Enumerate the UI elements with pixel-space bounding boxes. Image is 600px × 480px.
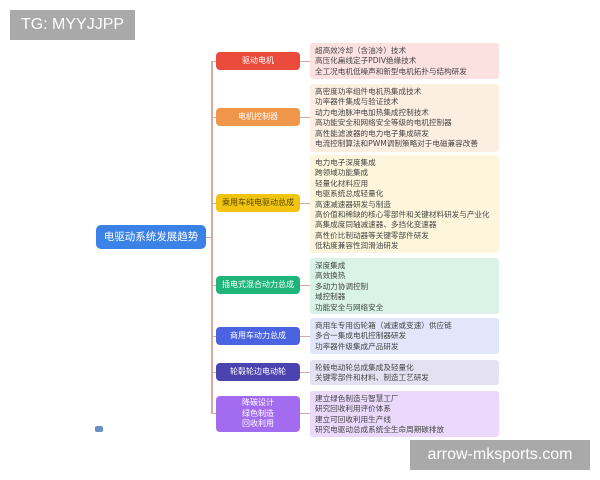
node-box-connector-1: [300, 61, 310, 62]
branch-box-passenger-ev-powertrain: 电力电子深度集成 跨领域功能集成 轻量化材料应用 电驱系统总成轻量化 高速减速器…: [310, 155, 499, 253]
list-item: 超高效冷却（含油冷）技术: [315, 46, 407, 55]
branch-node-phev-powertrain[interactable]: 插电式混合动力总成: [216, 276, 300, 294]
connector-3: [211, 203, 216, 204]
list-item: 动力电池脉冲电加热集成控制技术: [315, 107, 429, 117]
node-box-connector-3: [300, 203, 310, 204]
node-line: 回收利用: [242, 419, 274, 429]
branch-node-motor-controller[interactable]: 电机控制器: [216, 108, 300, 126]
list-item: 电力电子深度集成: [315, 158, 376, 167]
list-item: 电驱系统总成轻量化: [315, 189, 384, 199]
node-line: 降碳设计: [242, 397, 274, 407]
node-line: 绿色制造: [242, 408, 274, 418]
list-item: 高性能滤波器的电力电子集成研发: [315, 128, 429, 138]
branch-box-phev-powertrain: 深度集成 高效换热 多动力协调控制 域控制器 功能安全与网络安全: [310, 258, 499, 314]
list-item: 高效换热: [315, 271, 346, 281]
branch-node-in-wheel-motor[interactable]: 轮毂轮边电动轮: [216, 363, 300, 381]
branch-box-low-carbon: 建立绿色制造与智慧工厂 研究回收利用评价体系 建立可回收利用生产线 研究电驱动总…: [310, 391, 499, 437]
list-item: 商用车专用齿轮箱（减速或变速）供应链: [315, 321, 452, 330]
list-item: 跨领域功能集成: [315, 168, 369, 178]
branch-node-commercial-powertrain[interactable]: 商用车动力总成: [216, 327, 300, 345]
list-item: 高性价比制动器等关键零部件研发: [315, 230, 429, 240]
branch-box-in-wheel-motor: 轮毂电动轮总成集成及轻量化 关键零部件和材料、制造工艺研发: [310, 360, 499, 385]
watermark-bottom: arrow-mksports.com: [410, 440, 590, 470]
list-item: 高功能安全和网络安全等级的电机控制器: [315, 118, 452, 128]
branch-box-commercial-powertrain: 商用车专用齿轮箱（减速或变速）供应链 多合一集成电机控制器研发 功率器件级集成产…: [310, 318, 499, 354]
list-item: 建立绿色制造与智慧工厂: [315, 394, 399, 403]
branch-node-low-carbon[interactable]: 降碳设计 绿色制造 回收利用: [216, 396, 300, 432]
root-node[interactable]: 电驱动系统发展趋势: [96, 225, 206, 249]
list-item: 高压化扁线定子PDIV绝缘技术: [315, 56, 417, 66]
node-box-connector-4: [300, 285, 310, 286]
connector-2: [211, 117, 216, 118]
list-item: 研究电驱动总成系统全生命周期碳排放: [315, 425, 445, 435]
list-item: 功能安全与网络安全: [315, 302, 384, 312]
spine-line: [211, 61, 213, 414]
node-box-connector-2: [300, 117, 310, 118]
list-item: 域控制器: [315, 292, 346, 302]
list-item: 研究回收利用评价体系: [315, 404, 391, 414]
list-item: 功率器件级集成产品研发: [315, 341, 399, 351]
connector-1: [211, 61, 216, 62]
branch-node-passenger-ev-powertrain[interactable]: 乘用车纯电驱动总成: [216, 194, 300, 212]
list-item: 高价值和稀缺的核心零部件和关键材料研发与产业化: [315, 210, 490, 220]
list-item: 建立可回收利用生产线: [315, 414, 391, 424]
connector-6: [211, 372, 216, 373]
list-item: 多合一集成电机控制器研发: [315, 331, 407, 341]
list-item: 轮毂电动轮总成集成及轻量化: [315, 363, 414, 372]
node-box-connector-5: [300, 336, 310, 337]
list-item: 轻量化材料应用: [315, 178, 369, 188]
node-box-connector-6: [300, 372, 310, 373]
branch-box-drive-motor: 超高效冷却（含油冷）技术 高压化扁线定子PDIV绝缘技术 全工况电机低噪声和新型…: [310, 43, 499, 79]
branch-box-motor-controller: 高密度功率组件电机热集成技术 功率器件集成与验证技术 动力电池脉冲电加热集成控制…: [310, 84, 499, 152]
list-item: 功率器件集成与验证技术: [315, 97, 399, 107]
list-item: 高密度功率组件电机热集成技术: [315, 87, 422, 96]
list-item: 低粘度兼容性润滑油研发: [315, 241, 399, 251]
list-item: 全工况电机低噪声和新型电机拓扑与结构研发: [315, 66, 467, 76]
root-connector: [206, 237, 212, 238]
connector-7: [211, 413, 216, 414]
printer-icon: [95, 426, 103, 432]
connector-5: [211, 336, 216, 337]
connector-4: [211, 285, 216, 286]
list-item: 电流控制算法和PWM调制策略对于电磁兼容改善: [315, 139, 478, 149]
list-item: 关键零部件和材料、制造工艺研发: [315, 373, 429, 383]
list-item: 高集成度同轴减速器、多挡化变速器: [315, 220, 437, 230]
node-box-connector-7: [300, 413, 310, 414]
list-item: 高速减速器研发与制造: [315, 199, 391, 209]
branch-node-drive-motor[interactable]: 驱动电机: [216, 52, 300, 70]
list-item: 深度集成: [315, 261, 346, 270]
list-item: 多动力协调控制: [315, 281, 369, 291]
watermark-top: TG: MYYJJPP: [10, 10, 135, 40]
